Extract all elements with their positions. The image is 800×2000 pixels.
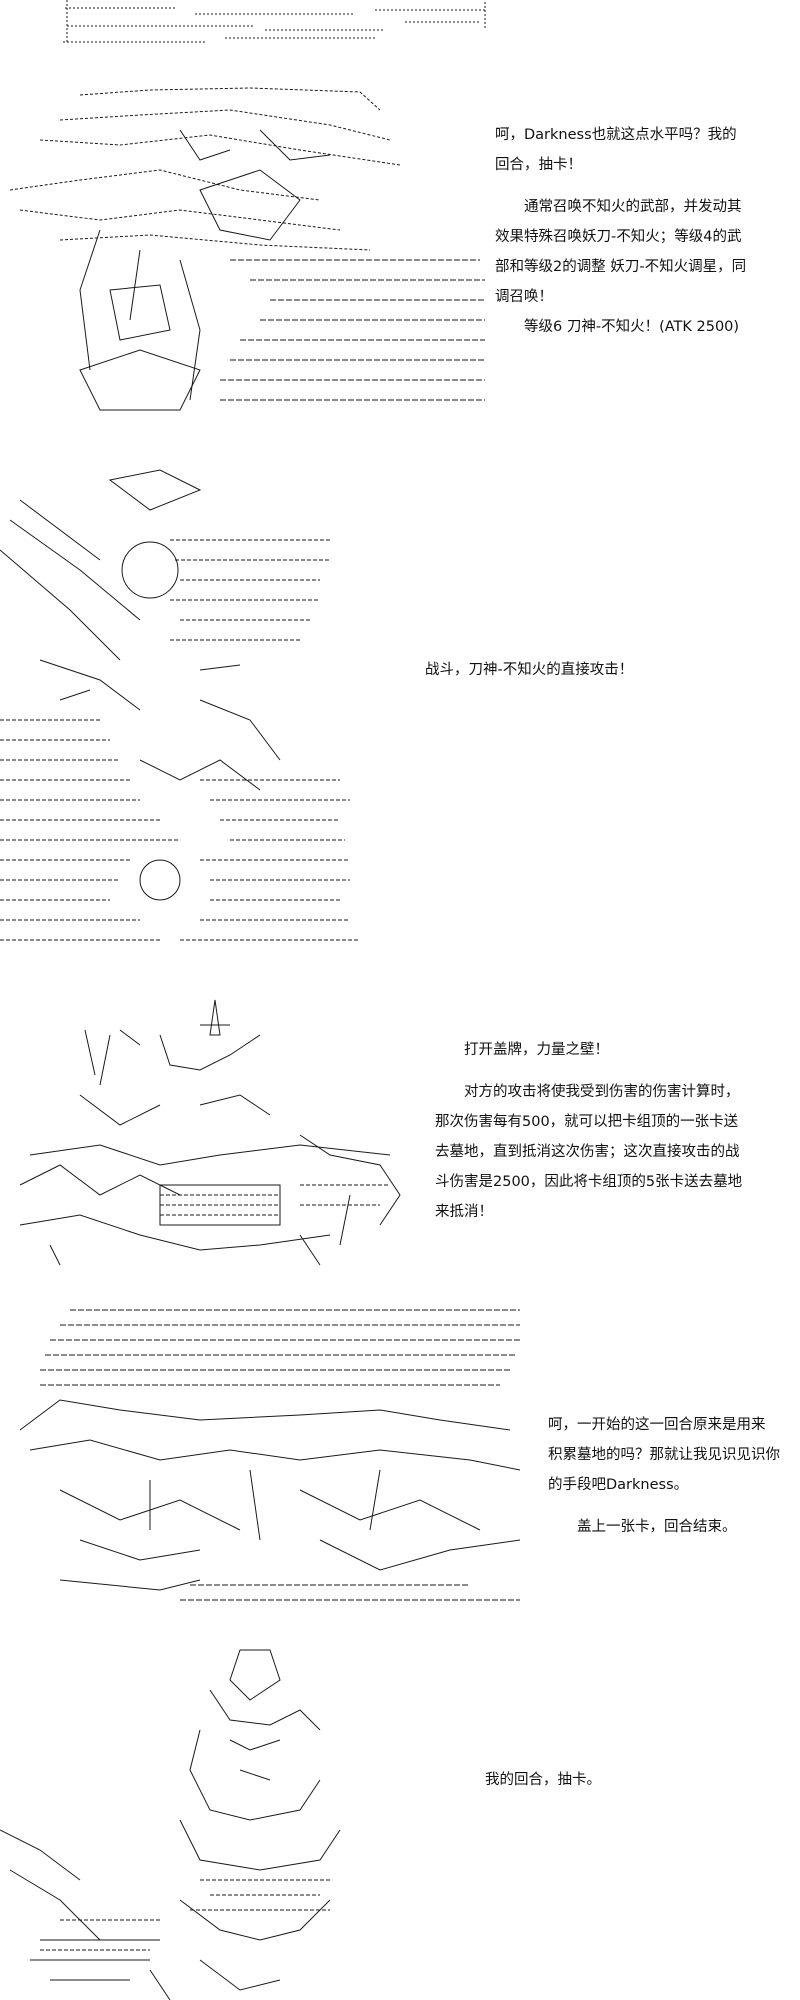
panel-5: 我的回合，抽卡。 bbox=[0, 1640, 800, 2000]
dialogue-line: 呵，Darkness也就这点水平吗？我的 bbox=[495, 127, 737, 143]
dialogue-line: 积累墓地的吗？那就让我见识见识你 bbox=[548, 1447, 780, 1463]
dialogue-panel-1: 呵，Darkness也就这点水平吗？我的 回合，抽卡！ 通常召唤不知火的武部，并… bbox=[495, 120, 795, 342]
dialogue-line: 斗伤害是2500，因此将卡组顶的5张卡送去墓地 bbox=[435, 1174, 743, 1190]
dialogue-line: 通常召唤不知火的武部，并发动其 bbox=[524, 199, 742, 215]
dialogue-line: 盖上一张卡，回合结束。 bbox=[577, 1519, 737, 1535]
panel-1: 呵，Darkness也就这点水平吗？我的 回合，抽卡！ 通常召唤不知火的武部，并… bbox=[0, 60, 800, 430]
dialogue-line: 那次伤害每有500，就可以把卡组顶的一张卡送 bbox=[435, 1114, 739, 1130]
dialogue-line: 打开盖牌，力量之壁！ bbox=[464, 1042, 609, 1058]
dialogue-panel-3: 打开盖牌，力量之壁！ 对方的攻击将使我受到伤害的伤害计算时， 那次伤害每有500… bbox=[435, 1035, 795, 1227]
dialogue-line: 效果特殊召唤妖刀-不知火；等级4的武 bbox=[495, 229, 742, 245]
ascii-art-wall-of-power bbox=[0, 995, 420, 1275]
dialogue-line: 的手段吧Darkness。 bbox=[548, 1477, 689, 1493]
dialogue-line: 战斗，刀神-不知火的直接攻击！ bbox=[425, 662, 634, 678]
ascii-art-demon-swordsman bbox=[0, 70, 490, 425]
panel-2: 战斗，刀神-不知火的直接攻击！ bbox=[0, 460, 800, 970]
dialogue-panel-4: 呵，一开始的这一回合原来是用来 积累墓地的吗？那就让我见识见识你 的手段吧Dar… bbox=[548, 1410, 798, 1542]
dialogue-line: 调召唤！ bbox=[495, 289, 553, 305]
dialogue-line: 部和等级2的调整 妖刀-不知火调星，同 bbox=[495, 259, 747, 275]
dialogue-line: 等级6 刀神-不知火！(ATK 2500) bbox=[524, 319, 740, 335]
dialogue-line: 呵，一开始的这一回合原来是用来 bbox=[548, 1417, 766, 1433]
dialogue-line: 对方的攻击将使我受到伤害的伤害计算时， bbox=[464, 1084, 740, 1100]
dialogue-line: 去墓地，直到抵消这次伤害；这次直接攻击的战 bbox=[435, 1144, 740, 1160]
ascii-art-attacking-monster bbox=[0, 460, 380, 965]
panel-3: 打开盖牌，力量之壁！ 对方的攻击将使我受到伤害的伤害计算时， 那次伤害每有500… bbox=[0, 995, 800, 1280]
dialogue-line: 回合，抽卡！ bbox=[495, 157, 582, 173]
dialogue-line: 来抵消！ bbox=[435, 1204, 493, 1220]
dialogue-line: 我的回合，抽卡。 bbox=[485, 1772, 601, 1788]
ascii-art-top-fragment bbox=[55, 0, 495, 48]
ascii-art-robed-figure bbox=[0, 1640, 360, 2000]
panel-4: 呵，一开始的这一回合原来是用来 积累墓地的吗？那就让我见识见识你 的手段吧Dar… bbox=[0, 1300, 800, 1620]
dialogue-panel-5: 我的回合，抽卡。 bbox=[485, 1765, 785, 1795]
dialogue-panel-2: 战斗，刀神-不知火的直接攻击！ bbox=[425, 655, 785, 685]
ascii-art-hooded-duelist bbox=[0, 1300, 540, 1615]
